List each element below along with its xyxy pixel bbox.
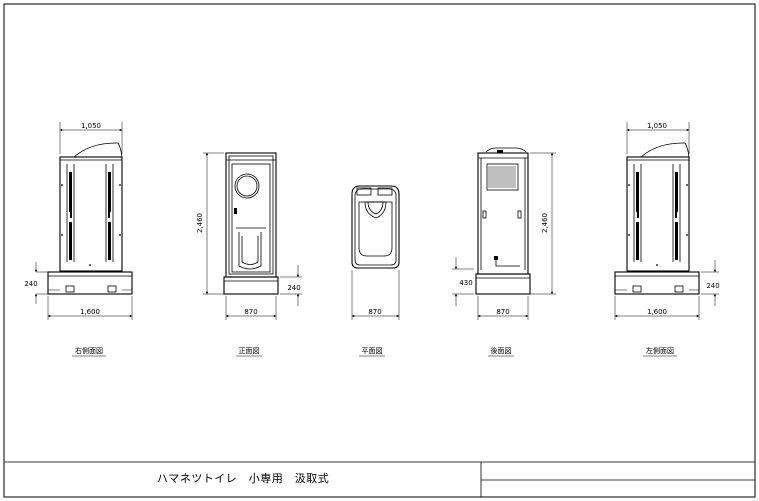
left-side-base-height: 240 [706,282,719,290]
plan-view: 870 平面図 [351,185,400,357]
right-side-view: 1,050 240 1,600 右側面図 [24,122,133,357]
left-side-width-base: 1,600 [647,308,667,316]
right-side-caption: 右側面図 [75,346,103,355]
plan-width: 870 [368,308,381,316]
title-block: ハマネツトイレ 小専用 汲取式 [4,461,755,497]
drawing-title: ハマネツトイレ 小専用 汲取式 [157,472,330,485]
front-caption: 正面図 [239,347,260,355]
plan-caption: 平面図 [362,347,383,355]
rear-base-height: 430 [459,279,472,287]
left-side-view: 1,050 240 1,600 左側面図 [614,122,720,357]
rear-caption: 後面図 [491,346,512,355]
left-side-caption: 左側面図 [646,346,674,355]
rear-height: 2,460 [541,213,549,233]
front-view: 2,460 240 870 正面図 [196,152,302,357]
rear-view: 2,460 430 870 後面図 [452,147,556,357]
left-side-width-top: 1,050 [647,122,667,130]
front-height: 2,460 [196,213,204,233]
front-width: 870 [244,308,257,316]
right-side-width-base: 1,600 [80,308,100,316]
right-side-base-height: 240 [24,280,37,288]
sheet-border [3,3,756,498]
right-side-width-top: 1,050 [81,122,101,130]
front-base-height: 240 [287,284,300,292]
rear-width: 870 [496,308,509,316]
